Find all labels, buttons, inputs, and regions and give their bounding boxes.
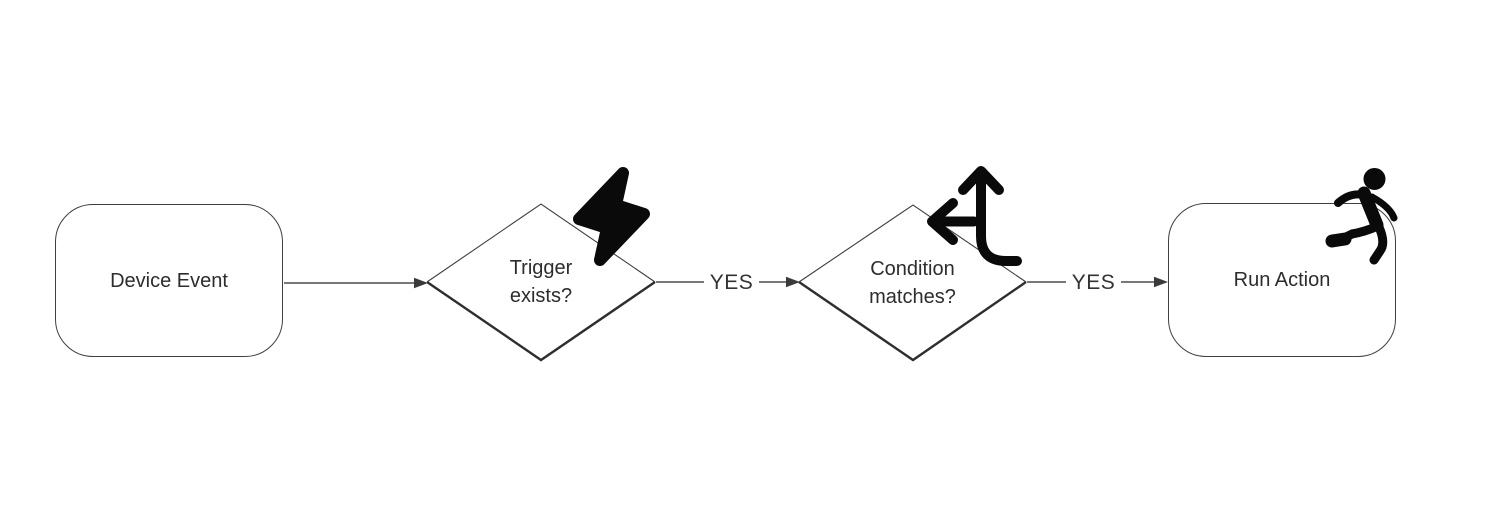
edge-label-yes-2: YES bbox=[1071, 270, 1116, 294]
node-device-event: Device Event bbox=[55, 204, 283, 357]
node-run-action: Run Action bbox=[1168, 203, 1396, 357]
node-condition-matches-label: Condition matches? bbox=[869, 257, 956, 308]
arrowhead-icon bbox=[414, 277, 428, 289]
node-trigger-exists-label: Trigger exists? bbox=[509, 257, 573, 307]
arrowhead-icon bbox=[786, 276, 800, 288]
node-run-action-label: Run Action bbox=[1233, 269, 1331, 291]
node-device-event-label: Device Event bbox=[110, 269, 228, 292]
edge-device-event-to-trigger bbox=[284, 277, 428, 289]
edge-label-yes-1: YES bbox=[709, 270, 754, 294]
arrowhead-icon bbox=[1154, 276, 1168, 288]
